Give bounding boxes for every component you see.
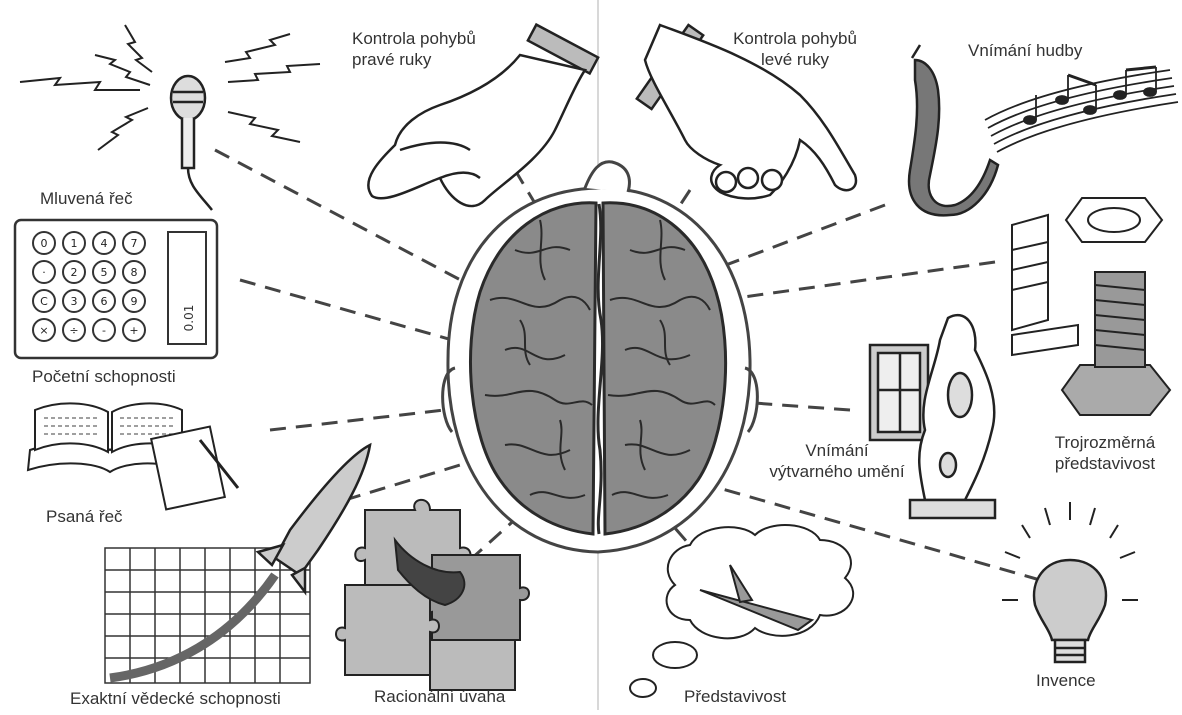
calculator-key: 7 [123,232,145,254]
calculator-key: 5 [93,261,115,283]
label-numeric: Početní schopnosti [32,366,176,387]
calculator-key: ÷ [63,319,85,341]
label-spatial-line1: Trojrozměrná [1030,432,1180,453]
connector-spatial [722,262,995,300]
label-imagination: Představivost [684,686,786,707]
calculator-key-label: 7 [131,237,138,250]
calculator-key-label: · [42,266,46,279]
calculator-key: 3 [63,290,85,312]
calculator-key-label: 1 [71,237,78,250]
calculator-key: - [93,319,115,341]
calculator-display-value: 0.01 [182,305,196,332]
calculator-key: 4 [93,232,115,254]
calculator-key: 1 [63,232,85,254]
puzzle-icon [336,500,529,690]
calculator-key: 6 [93,290,115,312]
label-left-hand: Kontrola pohybů levé ruky [720,28,870,70]
calculator-key-label: 4 [101,237,108,250]
open-book-icon [28,403,238,509]
calculator-key: C [33,290,55,312]
label-left-hand-line1: Kontrola pohybů [720,28,870,49]
label-science: Exaktní vědecké schopnosti [70,688,281,709]
calculator-key-label: 6 [101,295,108,308]
graph-grid-icon [105,548,310,683]
calculator-key-label: ÷ [69,324,78,337]
calculator-key-label: 5 [101,266,108,279]
connector-music [718,205,885,268]
music-staff-icon [985,67,1178,152]
label-right-hand-line1: Kontrola pohybů [352,28,476,49]
label-spatial: Trojrozměrná představivost [1030,432,1180,474]
label-spatial-line2: představivost [1030,453,1180,474]
connector-numeric [240,280,470,345]
calculator-key-label: 3 [71,295,78,308]
calculator-key-label: 9 [131,295,138,308]
calculator-key: 0 [33,232,55,254]
calculator-key-label: - [102,324,106,337]
window-icon [870,345,928,440]
calculator-key-label: C [40,295,48,308]
connector-written [270,408,462,430]
calculator-key: 9 [123,290,145,312]
calculator-key-label: 8 [131,266,138,279]
calculator-key-label: 2 [71,266,78,279]
label-reasoning: Racionální úvaha [374,686,505,707]
label-written: Psaná řeč [46,506,123,527]
microphone-icon [171,76,212,210]
thought-cloud-icon [630,525,853,697]
calculator-key: × [33,319,55,341]
label-music: Vnímání hudby [968,40,1082,61]
label-art: Vnímání výtvarného umění [742,440,932,482]
saxophone-icon [909,45,998,215]
sound-wave-bolts-icon [20,25,320,150]
calculator-key-label: 0 [41,237,48,250]
label-art-line1: Vnímání [742,440,932,461]
growth-curve-icon [110,575,275,678]
label-right-hand-line2: pravé ruky [352,49,476,70]
label-left-hand-line2: levé ruky [720,49,870,70]
label-art-line2: výtvarného umění [742,461,932,482]
light-bulb-icon [1034,560,1106,662]
calculator-key: 2 [63,261,85,283]
calculator-key: · [33,261,55,283]
calculator-key-label: + [129,324,138,337]
calculator-key-label: × [39,324,48,337]
calculator-key: 8 [123,261,145,283]
calculator-key: + [123,319,145,341]
label-speech: Mluvená řeč [40,188,133,209]
bolt-nut-icon [1012,198,1170,415]
label-invention: Invence [1036,670,1096,691]
label-right-hand: Kontrola pohybů pravé ruky [352,28,476,70]
